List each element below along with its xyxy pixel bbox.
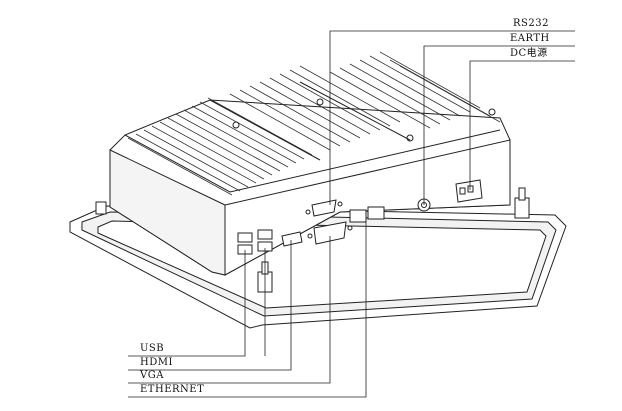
heatsink-fins (127, 51, 501, 196)
ethernet-port-1 (349, 209, 367, 223)
vga-port (313, 221, 347, 245)
leader-lines (128, 30, 575, 398)
label-vga: VGA (140, 370, 164, 381)
usb-port-3 (257, 229, 273, 240)
label-rs232: RS232 (513, 18, 549, 29)
label-ethernet: ETHERNET (140, 384, 205, 395)
label-earth: EARTH (510, 33, 550, 44)
port-face (237, 179, 483, 255)
label-hdmi: HDMI (140, 357, 173, 368)
heatsink-base (124, 81, 501, 193)
hdmi-port (281, 231, 303, 247)
label-dc-power: DC电源 (510, 48, 548, 59)
label-usb: USB (140, 343, 165, 354)
usb-port-1 (237, 232, 253, 243)
ethernet-port-2 (367, 206, 385, 220)
